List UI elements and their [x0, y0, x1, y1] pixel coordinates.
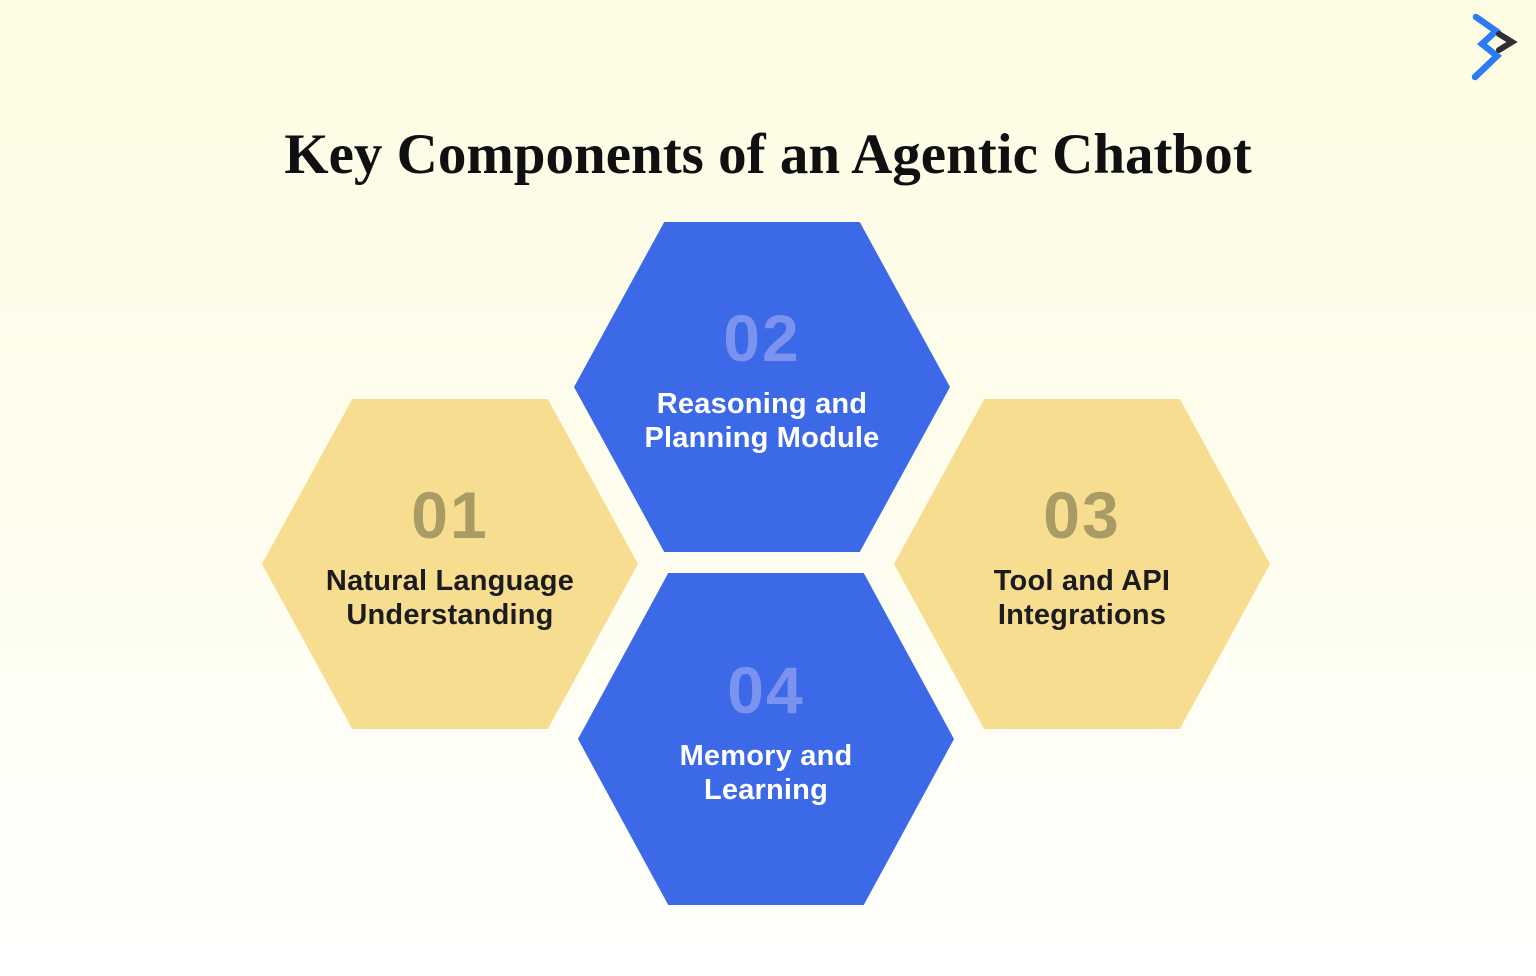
page-title: Key Components of an Agentic Chatbot [284, 123, 1252, 187]
hexagon-02-reasoning-planning-module: 02 Reasoning and Planning Module [574, 222, 950, 552]
hexagon-04-label-line1: Memory and [679, 739, 853, 772]
hexagon-04-number: 04 [727, 652, 805, 727]
logo-blue-zigzag [1471, 13, 1502, 81]
hexagon-01-natural-language-understanding: 01 Natural Language Understanding [262, 399, 638, 729]
hexagon-04-label-line2: Learning [703, 774, 829, 806]
hexagon-03-tool-api-integrations: 03 Tool and API Integrations [894, 399, 1270, 729]
hexagon-01-number: 01 [411, 477, 489, 552]
zigzag-brand-logo-icon [1471, 13, 1518, 81]
hexagon-04-label: Memory and Learning [680, 739, 853, 807]
hexagon-01-label-line2: Understanding [346, 599, 554, 631]
hexagon-02-number: 02 [723, 300, 801, 375]
hexagon-03-label-line1: Tool and API [993, 564, 1171, 597]
hexagon-03-label-line2: Integrations [997, 599, 1167, 631]
hexagon-02-label: Reasoning and Planning Module [645, 387, 880, 455]
hexagon-01-label-line1: Natural Language [325, 564, 575, 597]
logo-dark-chevron [1496, 31, 1518, 53]
hexagon-02-label-line2: Planning Module [644, 422, 880, 454]
hexagon-03-number: 03 [1043, 477, 1121, 552]
hexagon-03-label: Tool and API Integrations [994, 564, 1170, 632]
hexagon-04-memory-learning: 04 Memory and Learning [578, 573, 954, 905]
hexagon-01-label: Natural Language Understanding [326, 564, 574, 632]
hexagon-02-label-line1: Reasoning and [656, 387, 868, 420]
